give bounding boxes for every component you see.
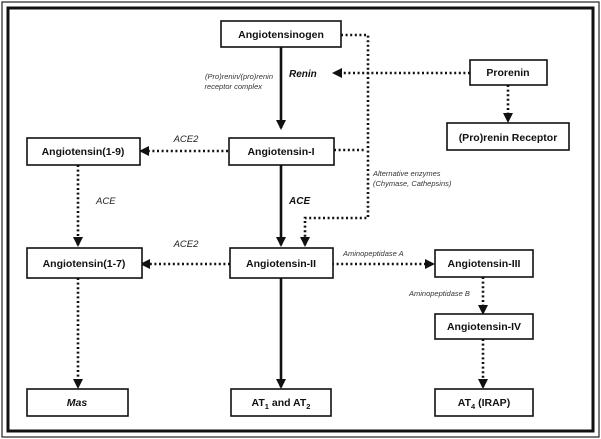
label-ace-left: ACE <box>95 196 116 207</box>
node-angiotensinogen: Angiotensinogen <box>220 20 342 48</box>
label-aminopeptidase-a: Aminopeptidase A <box>342 249 404 258</box>
node-mas: Mas <box>26 388 129 417</box>
node-at1-at2: AT1 and AT2 <box>230 388 332 417</box>
inner-frame <box>6 6 595 433</box>
node-angiotensin-2: Angiotensin-II <box>229 247 334 279</box>
label-renin: Renin <box>289 69 317 80</box>
label-ace2-mid: ACE2 <box>173 239 200 250</box>
svg-text:(Pro)renin Receptor: (Pro)renin Receptor <box>459 132 558 144</box>
svg-text:Angiotensin(1-9): Angiotensin(1-9) <box>42 146 125 158</box>
svg-text:Mas: Mas <box>67 397 88 409</box>
node-angiotensin-3: Angiotensin-III <box>434 249 534 278</box>
label-ace2-top: ACE2 <box>173 134 200 145</box>
arrow-alternative-enzymes-path <box>300 33 370 247</box>
node-prorenin-receptor: (Pro)renin Receptor <box>446 122 570 151</box>
node-at4-irap: AT4 (IRAP) <box>434 388 534 417</box>
svg-text:Angiotensin-IV: Angiotensin-IV <box>447 321 521 333</box>
node-angiotensin-1-9: Angiotensin(1-9) <box>26 137 141 166</box>
label-alternative-enzymes-line1: Alternative enzymes <box>372 169 441 178</box>
svg-text:Angiotensin-I: Angiotensin-I <box>247 146 314 158</box>
label-aminopeptidase-b: Aminopeptidase B <box>408 289 470 298</box>
svg-text:AT1 and AT2: AT1 and AT2 <box>252 397 311 411</box>
svg-text:Angiotensin-II: Angiotensin-II <box>246 258 316 270</box>
label-prorenin-complex-line1: (Pro)renin/(pro)renin <box>205 72 273 81</box>
svg-text:Prorenin: Prorenin <box>486 67 529 79</box>
svg-text:Angiotensin-III: Angiotensin-III <box>448 258 521 270</box>
node-angiotensin-4: Angiotensin-IV <box>434 313 534 340</box>
label-ace-center: ACE <box>288 196 310 207</box>
svg-text:Angiotensinogen: Angiotensinogen <box>238 29 324 41</box>
svg-text:AT4 (IRAP): AT4 (IRAP) <box>458 397 510 411</box>
node-angiotensin-1: Angiotensin-I <box>228 137 335 166</box>
label-alternative-enzymes-line2: (Chymase, Cathepsins) <box>373 179 452 188</box>
svg-text:Angiotensin(1-7): Angiotensin(1-7) <box>43 258 126 270</box>
node-angiotensin-1-7: Angiotensin(1-7) <box>26 247 143 279</box>
label-prorenin-complex-line2: receptor complex <box>204 82 262 91</box>
node-prorenin: Prorenin <box>469 59 548 86</box>
